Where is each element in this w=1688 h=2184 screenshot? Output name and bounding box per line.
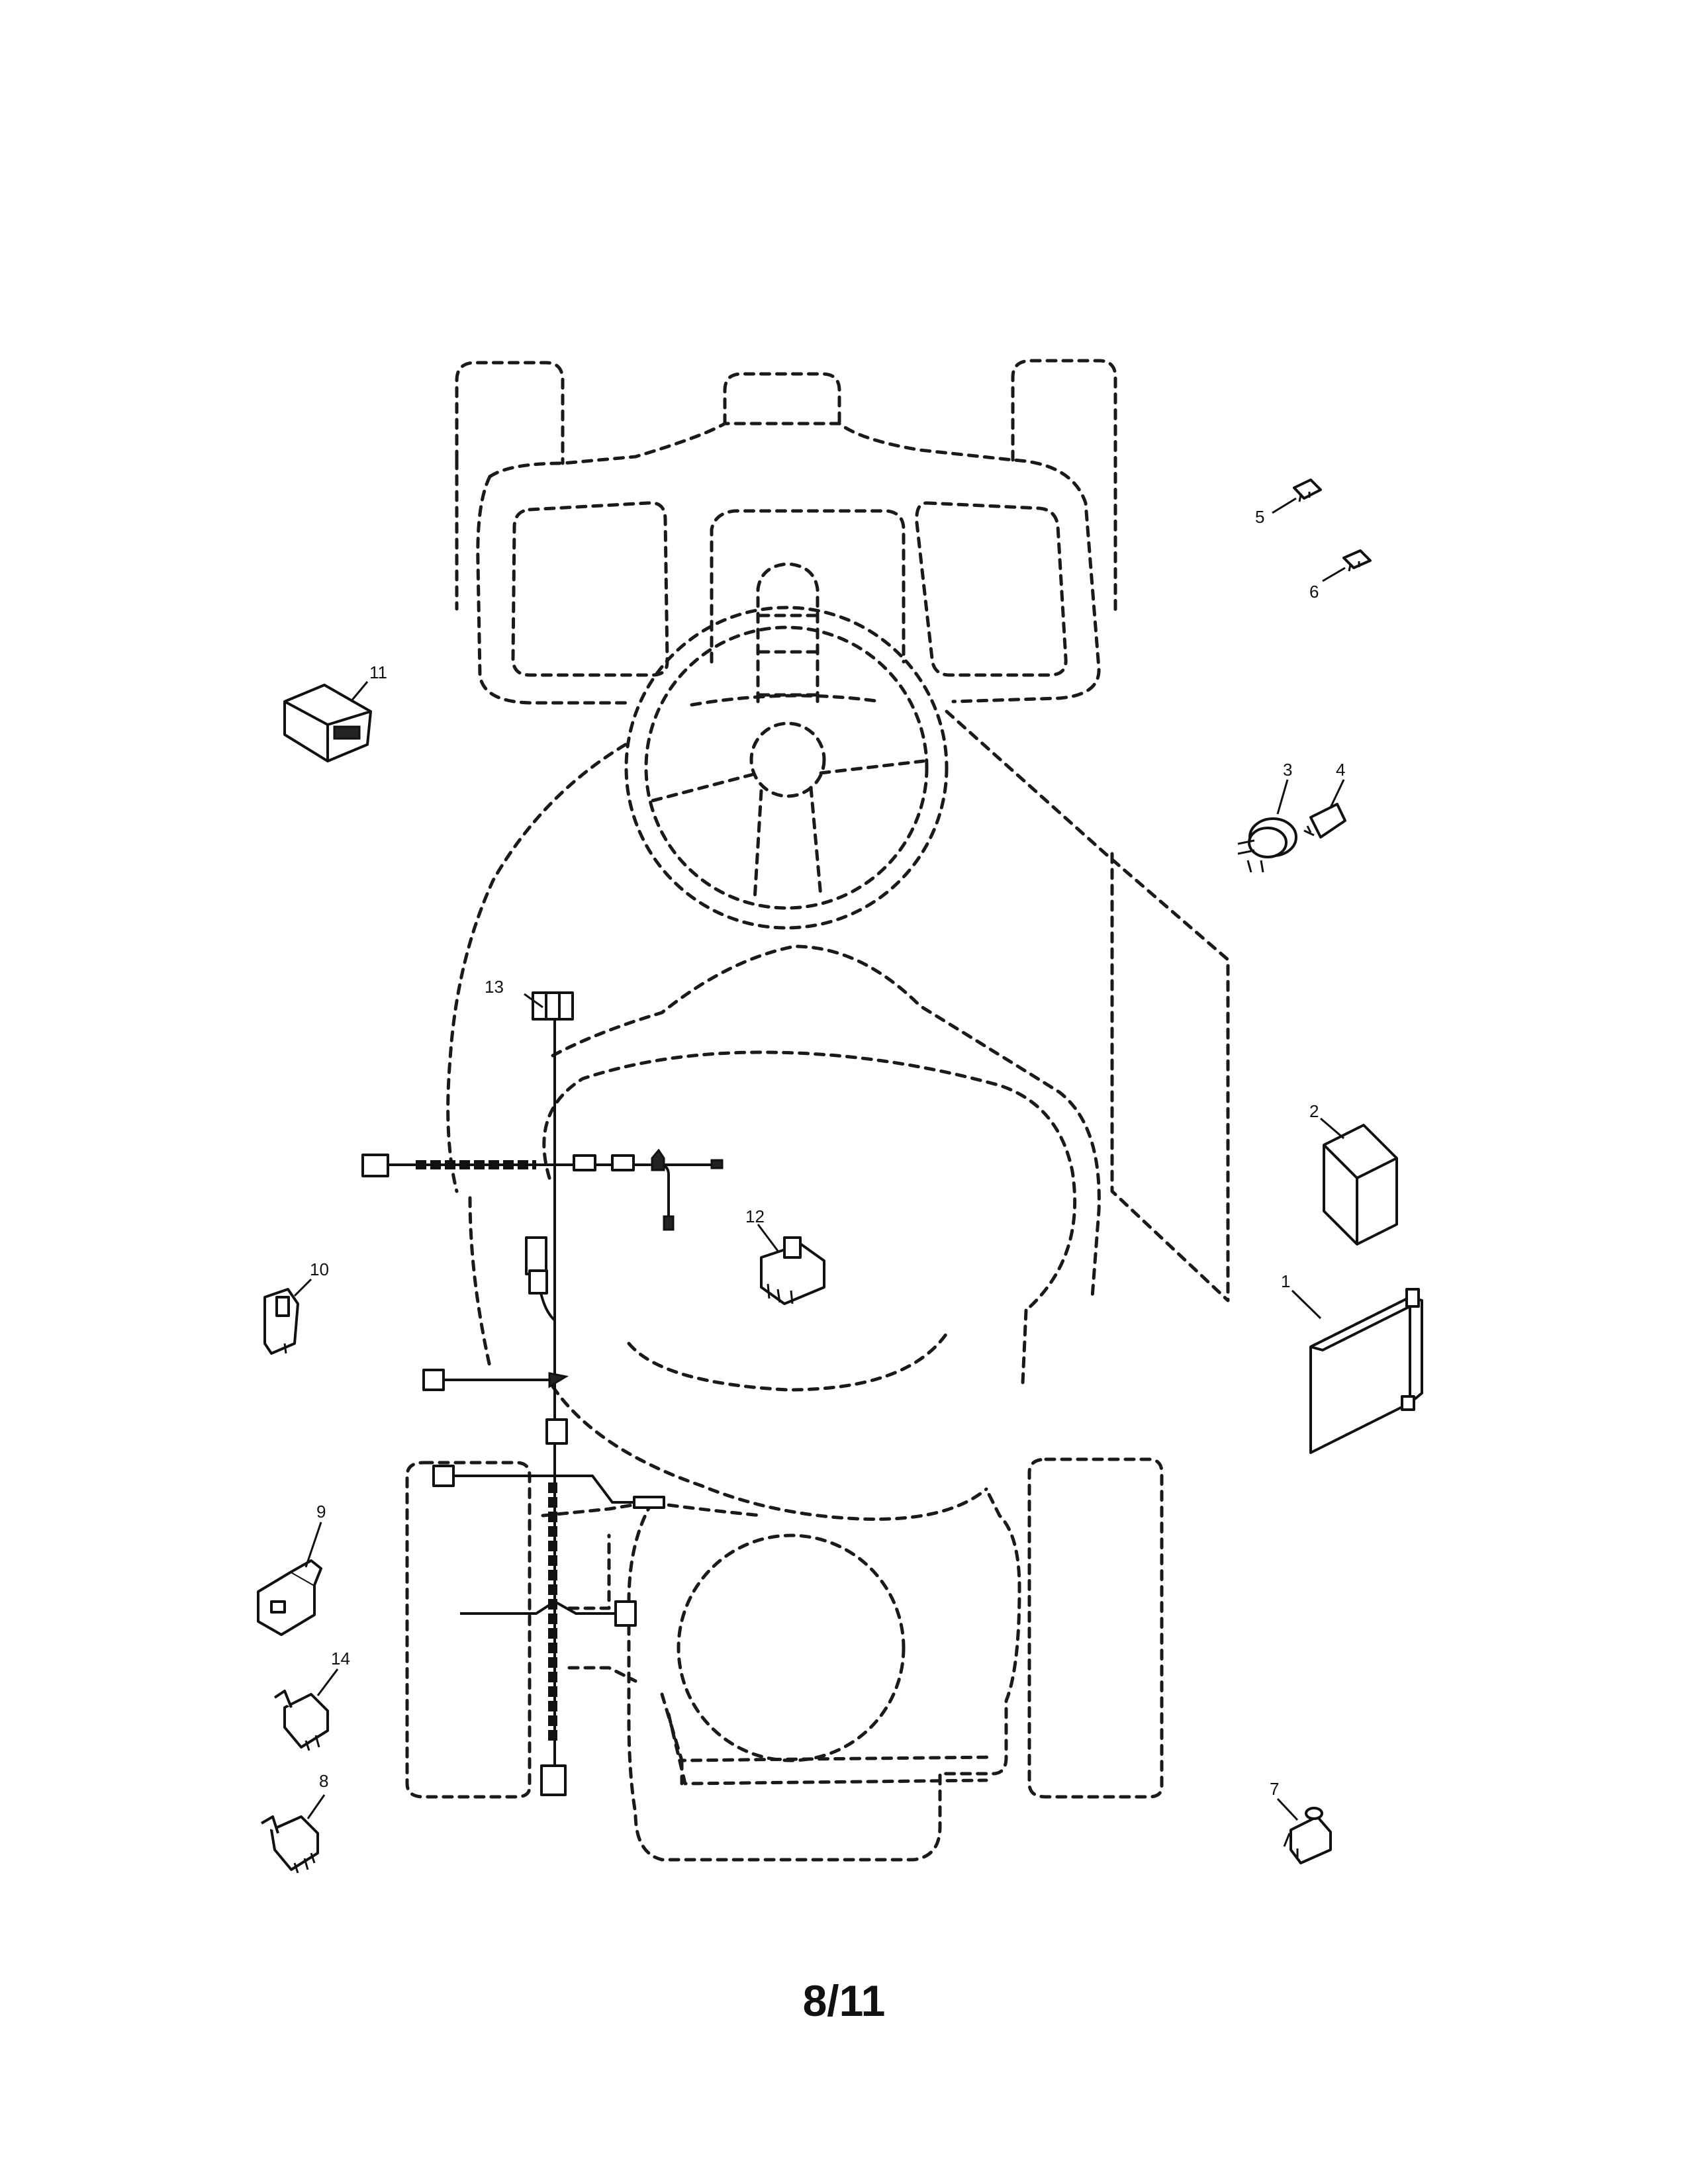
connector-left-lower <box>432 1465 455 1487</box>
callout-9: 9 <box>316 1502 326 1522</box>
steering-wheel-hub <box>749 721 826 798</box>
callout-2: 2 <box>1309 1101 1319 1121</box>
left-headlight <box>511 501 669 677</box>
body-right-fender <box>945 709 1230 1302</box>
part-5-fuse <box>1272 478 1322 514</box>
connector-mid-stack <box>525 1236 547 1275</box>
seat-bottom-curve <box>627 1332 949 1392</box>
callout-8: 8 <box>319 1771 328 1791</box>
connector-right-a <box>573 1154 596 1171</box>
front-right-tab <box>1011 359 1117 614</box>
part-7-switch <box>1276 1797 1332 1864</box>
callout-13: 13 <box>485 977 504 997</box>
part-4-plug <box>1303 779 1346 839</box>
part-11-module <box>283 681 372 762</box>
seat-outline <box>551 944 1101 1299</box>
rear-deck <box>551 1385 988 1521</box>
connector-bottom <box>540 1764 567 1796</box>
callout-3: 3 <box>1283 760 1292 780</box>
harness-diagonal-branch <box>555 1475 635 1504</box>
part-3-ignition-switch <box>1237 779 1297 873</box>
callout-7: 7 <box>1270 1779 1279 1799</box>
rear-body <box>627 1487 1021 1862</box>
page-number: 8/11 <box>802 1976 886 2025</box>
rear-engine-circle <box>677 1533 906 1762</box>
callout-12: 12 <box>745 1206 765 1226</box>
part-1-battery <box>1291 1288 1423 1454</box>
connector-right-end <box>710 1159 724 1169</box>
hood-outline <box>488 422 1101 704</box>
connector-right-b <box>611 1154 635 1171</box>
callout-10: 10 <box>310 1259 329 1279</box>
callout-1: 1 <box>1281 1271 1290 1291</box>
part-14-relay <box>273 1668 339 1751</box>
part-13-connector <box>524 991 574 1021</box>
seat-inner <box>542 1050 1077 1312</box>
connector-mid-stack-2 <box>528 1269 548 1295</box>
callout-6: 6 <box>1309 582 1319 602</box>
rear-left-wheel <box>405 1461 532 1799</box>
rear-frame-left <box>567 1533 637 1683</box>
tractor-outline <box>405 359 1230 1862</box>
hood-outline-left <box>476 475 631 705</box>
callout-11: 11 <box>369 662 387 682</box>
wiring-harness <box>384 1016 722 1774</box>
connector-trunk-box <box>545 1418 568 1445</box>
body-left <box>446 743 628 1193</box>
steering-column <box>756 562 820 704</box>
rear-right-wheel <box>1027 1457 1164 1799</box>
connector-right-drop-end <box>663 1215 675 1231</box>
steering-wheel-top-spoke <box>690 694 882 707</box>
right-headlight <box>915 501 1068 677</box>
front-center-tab <box>723 372 841 426</box>
connector-right-c <box>651 1148 665 1171</box>
front-left-tab <box>455 361 565 465</box>
harness-lower-cross <box>460 1600 616 1615</box>
callout-4: 4 <box>1336 760 1345 780</box>
rear-deck-lower <box>541 1500 763 1518</box>
connector-lower-right <box>614 1600 637 1627</box>
rear-deck-plates <box>660 1692 995 1786</box>
grille-outline <box>710 509 906 664</box>
steering-wheel-spokes <box>650 759 925 902</box>
part-10-switch <box>263 1278 312 1355</box>
part-8-relay <box>260 1794 326 1874</box>
harness-connectors <box>361 1148 724 1796</box>
part-6-fuse <box>1322 549 1372 582</box>
connector-diagonal-end <box>633 1496 665 1509</box>
callout-14: 14 <box>331 1649 350 1668</box>
steering-wheel-inner <box>644 625 929 910</box>
connector-left-upper <box>361 1154 389 1177</box>
callout-labels: 1 2 3 4 5 6 7 8 9 10 11 12 13 14 <box>310 507 1345 1799</box>
seat-front <box>468 1196 1028 1385</box>
part-2-box <box>1320 1117 1398 1246</box>
connector-left-mid <box>422 1369 445 1391</box>
steering-wheel-outer <box>624 606 949 930</box>
callout-5: 5 <box>1255 507 1264 527</box>
part-12-switch <box>757 1224 825 1305</box>
part-9-switch <box>257 1522 322 1636</box>
connector-trunk-mid <box>548 1372 569 1388</box>
